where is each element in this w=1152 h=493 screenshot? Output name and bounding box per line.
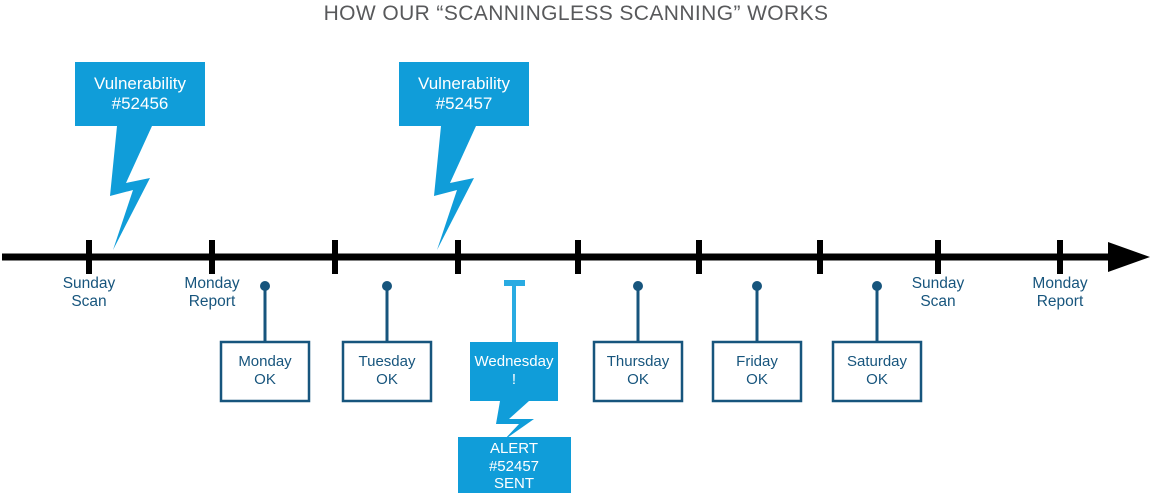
timeline-arrowhead xyxy=(1108,242,1150,272)
day-label-thursday-line2: OK xyxy=(627,370,649,388)
pin-dot xyxy=(260,281,270,291)
axis-label-4-line1: Monday xyxy=(1032,275,1088,292)
vulnerability-label-2-line2: #52457 xyxy=(435,94,493,114)
timeline-ticks xyxy=(86,240,1063,274)
timeline-axis xyxy=(2,240,1150,274)
day-label-friday-line1: Friday xyxy=(736,353,778,370)
day-pin-monday xyxy=(219,281,311,403)
lightning-bolt-1 xyxy=(110,126,152,250)
pin-dot xyxy=(633,281,643,291)
axis-label-4-line2: Report xyxy=(1036,293,1084,311)
day-box-saturday xyxy=(831,340,923,403)
alert-box xyxy=(458,437,571,493)
vulnerability-box-1 xyxy=(75,62,205,126)
pin-tee xyxy=(504,280,525,286)
vulnerability-label-1-line2: #52456 xyxy=(111,94,169,114)
vulnerability-box-2 xyxy=(399,62,529,126)
axis-label-2-line1: Monday xyxy=(184,275,240,292)
day-pin-saturday xyxy=(831,281,923,403)
lightning-bolt-2 xyxy=(434,126,476,250)
axis-label-3-line1: Sunday xyxy=(911,275,965,292)
day-label-wednesday-line2: ! xyxy=(511,370,517,388)
page-title: HOW OUR “SCANNINGLESS SCANNING” WORKS xyxy=(323,2,829,25)
axis-label-1-line2: Scan xyxy=(71,293,107,311)
alert-label-line3: SENT xyxy=(493,475,534,493)
alert-connector-bolt xyxy=(496,401,534,440)
day-label-monday-line1: Monday xyxy=(238,353,292,370)
pin-dot xyxy=(752,281,762,291)
day-pin-thursday xyxy=(592,281,684,403)
day-pin-friday xyxy=(711,281,803,403)
vulnerability-label-2-line1: Vulnerability xyxy=(418,74,510,93)
day-box-thursday xyxy=(592,340,684,403)
alert-label-line2: #52457 xyxy=(488,457,540,475)
day-label-monday-line2: OK xyxy=(254,370,276,388)
day-box-friday xyxy=(711,340,803,403)
day-label-friday-line2: OK xyxy=(746,370,768,388)
day-label-wednesday-line1: Wednesday xyxy=(474,353,554,370)
vulnerability-label-1-line1: Vulnerability xyxy=(94,74,186,93)
day-label-saturday-line1: Saturday xyxy=(846,353,908,370)
day-box-tuesday xyxy=(341,340,433,403)
alert-label-line1: ALERT xyxy=(489,440,539,457)
day-label-wednesday: Wednesday! xyxy=(459,353,569,388)
day-label-saturday-line2: OK xyxy=(866,370,888,388)
pin-dot xyxy=(872,281,882,291)
day-box-monday xyxy=(219,340,311,403)
vulnerability-callout-2 xyxy=(399,62,529,250)
day-pin-tuesday xyxy=(341,281,433,403)
day-label-tuesday-line1: Tuesday xyxy=(358,353,416,370)
vulnerability-label-1: Vulnerability#52456 xyxy=(70,74,210,114)
axis-label-2-line2: Report xyxy=(188,293,236,311)
axis-label-1-line1: Sunday xyxy=(62,275,116,292)
vulnerability-label-2: Vulnerability#52457 xyxy=(394,74,534,114)
axis-label-3-line2: Scan xyxy=(920,293,956,311)
day-pin-wednesday xyxy=(458,280,571,493)
day-box-wednesday xyxy=(470,342,558,401)
vulnerability-callout-1 xyxy=(75,62,205,250)
day-label-thursday-line1: Thursday xyxy=(606,353,670,370)
day-label-tuesday-line2: OK xyxy=(376,370,398,388)
pin-dot xyxy=(382,281,392,291)
